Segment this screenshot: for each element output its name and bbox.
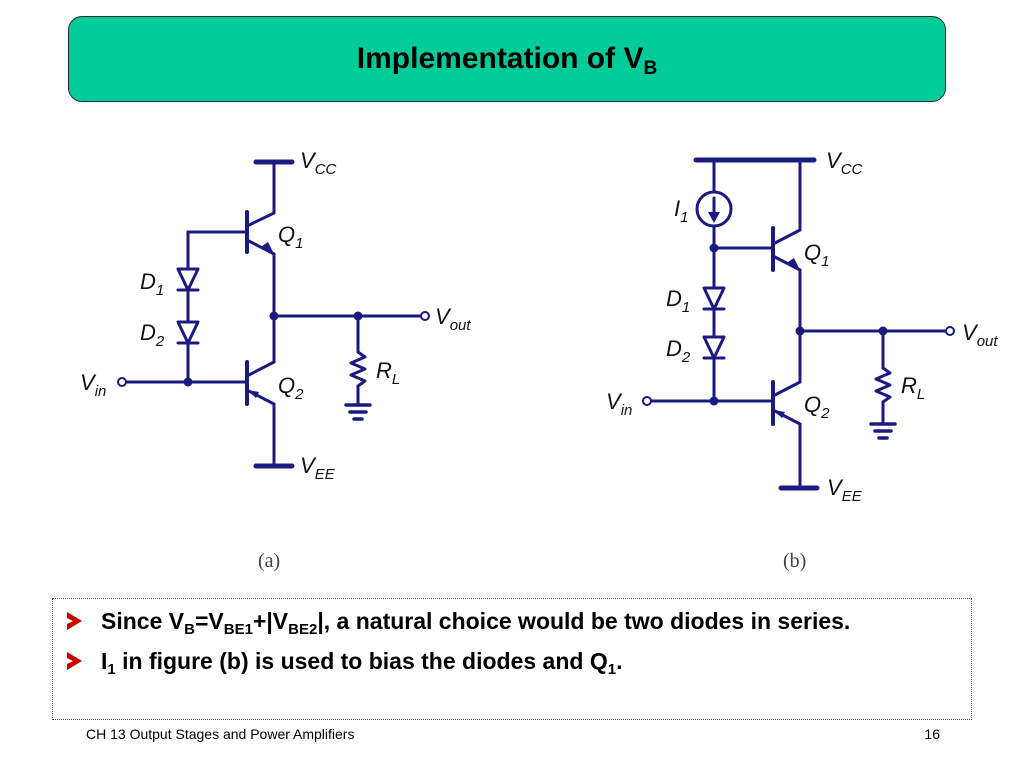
bullet-arrow-icon bbox=[67, 612, 82, 630]
slide-title: Implementation of VB bbox=[356, 42, 658, 79]
circuit-a bbox=[123, 159, 423, 469]
footer-course-title: CH 13 Output Stages and Power Amplifiers bbox=[86, 726, 355, 742]
d1-label-b: D1 bbox=[666, 286, 690, 316]
vin-label-a: Vin bbox=[80, 370, 106, 400]
circuit-diagrams: VCC Q1 D1 D2 Vin Q2 Vout RL VEE (a) VCC … bbox=[80, 148, 998, 572]
q1-label-a: Q1 bbox=[278, 222, 303, 252]
q2-label-a: Q2 bbox=[278, 373, 304, 403]
vout-terminal-b bbox=[945, 326, 955, 336]
q2b-emitter-arrow-icon bbox=[773, 410, 785, 418]
caption-a: (a) bbox=[258, 550, 280, 572]
bullet-item-1: Since VB=VBE1+|VBE2|, a natural choice w… bbox=[67, 607, 959, 637]
d2-label-a: D2 bbox=[140, 320, 165, 350]
vee-label-b: VEE bbox=[827, 475, 863, 505]
vcc-label-b: VCC bbox=[826, 148, 863, 178]
vin-terminal-a bbox=[117, 377, 127, 387]
title-box: Implementation of VB bbox=[68, 16, 946, 102]
q1-label-b: Q1 bbox=[804, 240, 829, 270]
rl-label-b: RL bbox=[901, 373, 925, 403]
rl-label-a: RL bbox=[376, 358, 400, 388]
q1-emitter-arrow-icon bbox=[262, 242, 274, 254]
vin-terminal-b bbox=[642, 396, 652, 406]
d1-label-a: D1 bbox=[140, 269, 164, 299]
current-source-arrow-icon bbox=[708, 212, 720, 223]
q2-emitter-arrow-icon bbox=[247, 390, 259, 398]
vee-label-a: VEE bbox=[300, 453, 336, 483]
vout-terminal-a bbox=[420, 311, 430, 321]
vout-label-a: Vout bbox=[435, 304, 471, 334]
q2-label-b: Q2 bbox=[804, 392, 830, 422]
bullet-box: Since VB=VBE1+|VBE2|, a natural choice w… bbox=[52, 598, 972, 720]
bullet-arrow-icon bbox=[67, 652, 82, 670]
d2-label-b: D2 bbox=[666, 336, 691, 366]
q1b-emitter-arrow-icon bbox=[788, 258, 800, 270]
vin-label-b: Vin bbox=[606, 389, 632, 419]
caption-b: (b) bbox=[783, 550, 806, 572]
i1-label-b: I1 bbox=[674, 196, 688, 226]
footer-page-number: 16 bbox=[924, 726, 940, 742]
vout-label-b: Vout bbox=[962, 320, 998, 350]
circuit-b bbox=[649, 157, 948, 491]
bullet-item-2: I1 in figure (b) is used to bias the dio… bbox=[67, 647, 959, 677]
vcc-label-a: VCC bbox=[300, 148, 337, 178]
